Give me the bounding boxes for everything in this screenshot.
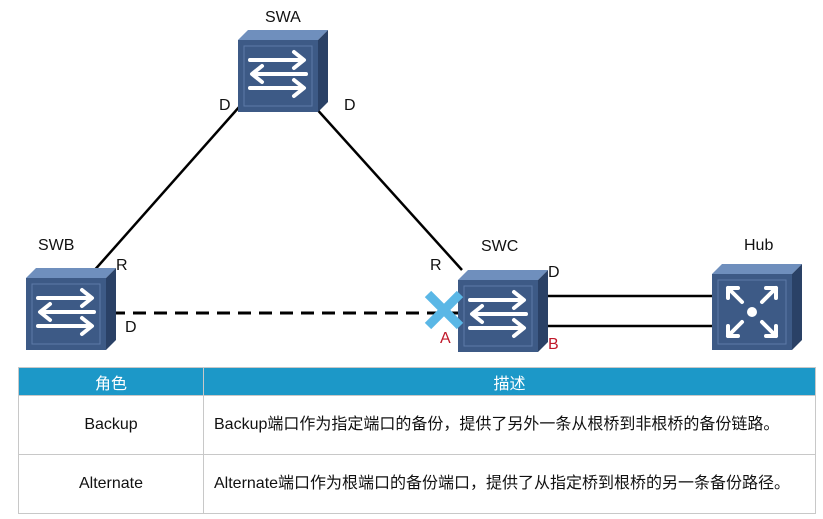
- swb-up-port-label: R: [116, 257, 128, 274]
- port-role-table: 角色 描述 Backup Backup端口作为指定端口的备份，提供了另外一条从根…: [18, 367, 816, 514]
- swb-right-port-label: D: [125, 319, 137, 336]
- hub-icon: [712, 264, 802, 350]
- hub-label: Hub: [744, 237, 774, 254]
- swc-right-top-port-label: D: [548, 264, 560, 281]
- swc-label: SWC: [481, 238, 519, 255]
- role-cell-alternate: Alternate: [18, 454, 204, 514]
- swa-switch-icon: [236, 28, 330, 114]
- blocked-port-x-icon: [424, 290, 464, 330]
- link-swa-swc: [313, 105, 463, 271]
- desc-cell-backup: Backup端口作为指定端口的备份，提供了另外一条从根桥到非根桥的备份链路。: [203, 395, 816, 455]
- header-role: 角色: [18, 367, 204, 396]
- swc-up-port-label: R: [430, 257, 442, 274]
- swa-label: SWA: [265, 9, 301, 26]
- swc-right-bottom-port-label: B: [548, 336, 559, 353]
- header-description: 描述: [203, 367, 816, 396]
- topology-diagram: [24, 28, 802, 354]
- role-cell-backup: Backup: [18, 395, 204, 455]
- table-row: Backup Backup端口作为指定端口的备份，提供了另外一条从根桥到非根桥的…: [18, 395, 816, 455]
- swb-switch-icon: [24, 266, 118, 352]
- swa-left-port-label: D: [219, 97, 231, 114]
- table-row: Alternate Alternate端口作为根端口的备份端口，提供了从指定桥到…: [18, 454, 816, 514]
- swb-label: SWB: [38, 237, 75, 254]
- swc-switch-icon: [456, 268, 550, 354]
- desc-cell-alternate: Alternate端口作为根端口的备份端口，提供了从指定桥到根桥的另一条备份路径…: [203, 454, 816, 514]
- swc-blocked-port-label: A: [440, 330, 451, 347]
- table-header-row: 角色 描述: [18, 367, 816, 396]
- swa-right-port-label: D: [344, 97, 356, 114]
- link-swa-swb: [91, 105, 241, 274]
